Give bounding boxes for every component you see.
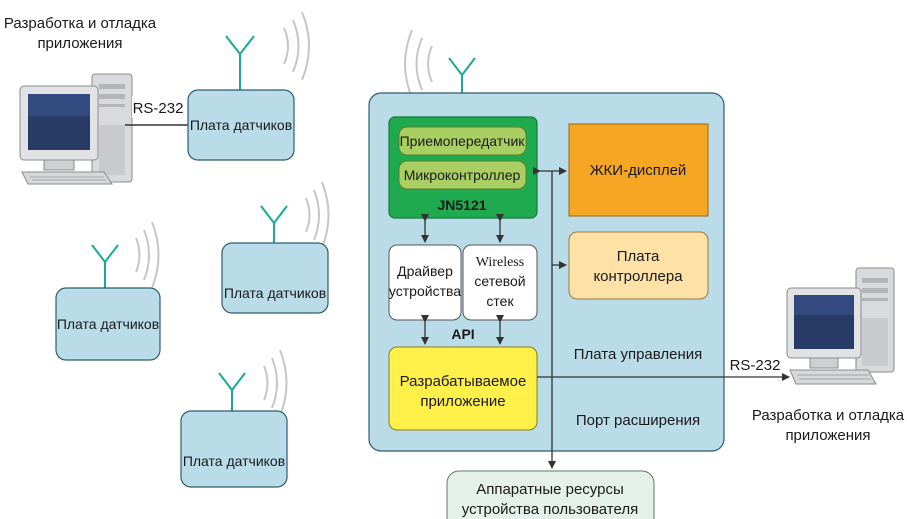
driver-line2: устройства bbox=[389, 283, 461, 299]
microcontroller-label: Микроконтроллер bbox=[404, 167, 521, 183]
left-pc-caption-line2: приложения bbox=[37, 35, 122, 52]
expansion-port-label: Порт расширения bbox=[576, 412, 700, 429]
bus-connectors bbox=[421, 167, 790, 469]
jn5121-label: JN5121 bbox=[437, 197, 486, 213]
radio-waves-icon bbox=[135, 221, 160, 289]
transceiver-label: Приемопередатчик bbox=[400, 133, 526, 149]
wireless-stack-block: Wireless сетевой стек bbox=[462, 244, 538, 321]
lcd-display-block: ЖКИ-дисплей bbox=[568, 123, 709, 217]
right-pc-caption-line1: Разработка и отладка bbox=[752, 407, 905, 424]
controller-line2: контроллера bbox=[593, 268, 683, 285]
sensor-board-label: Плата датчиков bbox=[190, 117, 292, 133]
application-line1: Разрабатываемое bbox=[400, 373, 527, 390]
sensor-board-label: Плата датчиков bbox=[57, 316, 159, 332]
left-computer: Разработка и отладка приложения RS-232 bbox=[4, 15, 188, 185]
radio-waves-icon bbox=[283, 11, 310, 81]
hardware-line1: Аппаратные ресурсы bbox=[476, 481, 624, 498]
controller-board-block: Плата контроллера bbox=[568, 231, 709, 300]
radio-waves-icon bbox=[263, 349, 288, 417]
hardware-line2: устройства пользователя bbox=[462, 501, 638, 518]
left-rs232-label: RS-232 bbox=[133, 100, 184, 117]
lcd-label: ЖКИ-дисплей bbox=[590, 162, 687, 179]
application-line2: приложение bbox=[420, 393, 505, 410]
right-rs232-label: RS-232 bbox=[730, 357, 781, 374]
stack-line3: стек bbox=[486, 293, 514, 309]
antenna-icon bbox=[91, 244, 119, 290]
sensor-board: Плата датчиков bbox=[55, 221, 161, 361]
desktop-computer-icon bbox=[19, 73, 133, 185]
stack-line1: Wireless bbox=[476, 255, 524, 270]
left-pc-caption-line1: Разработка и отладка bbox=[4, 15, 157, 32]
radio-waves-icon bbox=[305, 181, 330, 249]
sensor-board-label: Плата датчиков bbox=[224, 285, 326, 301]
device-driver-block: Драйвер устройства bbox=[388, 244, 462, 321]
driver-line1: Драйвер bbox=[397, 263, 453, 279]
application-block: Разрабатываемое приложение bbox=[388, 346, 538, 431]
sensor-board: Плата датчиков bbox=[221, 181, 330, 314]
stack-line2: сетевой bbox=[474, 273, 525, 289]
radio-waves-icon bbox=[404, 29, 433, 99]
control-board-label: Плата управления bbox=[574, 346, 703, 363]
right-pc-caption-line2: приложения bbox=[785, 427, 870, 444]
controller-line1: Плата bbox=[617, 248, 660, 265]
hardware-resources-block: Аппаратные ресурсы устройства пользовате… bbox=[446, 470, 655, 519]
sensor-board: Плата датчиков bbox=[180, 349, 288, 488]
main-board: Приемопередатчик Микроконтроллер JN5121 … bbox=[368, 29, 790, 469]
sensor-board-label: Плата датчиков bbox=[183, 453, 285, 469]
jn5121-chip: Приемопередатчик Микроконтроллер JN5121 bbox=[388, 116, 538, 219]
antenna-icon bbox=[225, 35, 255, 91]
desktop-computer-icon bbox=[786, 267, 895, 385]
antenna-icon bbox=[260, 205, 288, 244]
sensor-board: Плата датчиков bbox=[187, 11, 310, 161]
antenna-icon bbox=[218, 372, 246, 412]
right-computer: RS-232 Разработка и отладка приложения bbox=[730, 267, 905, 444]
api-label: API bbox=[451, 326, 474, 342]
